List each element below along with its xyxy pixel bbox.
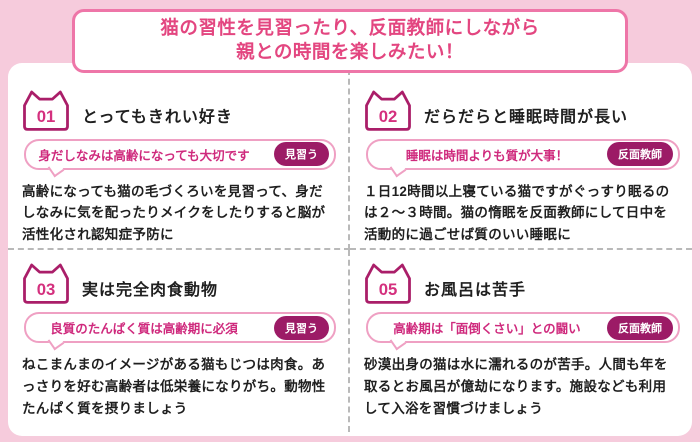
header-banner: 猫の習性を見習ったり、反面教師にしながら 親との時間を楽しみたい！ (72, 9, 628, 73)
cat-number-badge: 01 (22, 88, 70, 131)
tag-pill: 反面教師 (607, 315, 673, 340)
highlight-text: 良質のたんぱく質は高齢期に必須 (50, 322, 238, 337)
badge-number: 01 (37, 107, 56, 126)
section-title: だらだらと睡眠時間が長い (424, 108, 629, 126)
cat-number-badge: 03 (22, 261, 70, 305)
cat-number-badge: 05 (364, 261, 412, 305)
highlight-bubble: 良質のたんぱく質は高齢期に必須 見習う (24, 312, 336, 344)
section-card-02: 02 だらだらと睡眠時間が長い 睡眠は時間よりも質が大事！ 反面教師 １日12時… (350, 69, 692, 251)
cat-number-badge: 02 (364, 88, 412, 131)
section-title: とってもきれい好き (82, 108, 233, 126)
cat-ears-icon: 03 (23, 263, 69, 305)
section-body: 砂漠出身の猫は水に濡れるのが苦手。人間も年を取るとお風呂が億劫になります。施設な… (364, 357, 668, 416)
tag-pill: 見習う (274, 142, 329, 167)
section-title: お風呂は苦手 (424, 282, 527, 300)
section-grid: 01 とってもきれい好き 身だしなみは高齢になっても大切です 見習う 高齢になっ… (8, 63, 692, 436)
section-card-05: 05 お風呂は苦手 高齢期は「面倒くさい」との闘い 反面教師 砂漠出身の猫は水に… (350, 250, 692, 432)
section-header: 02 だらだらと睡眠時間が長い (364, 85, 680, 131)
cat-ears-icon: 01 (23, 90, 69, 131)
header-title-line2: 親との時間を楽しみたい！ (236, 41, 464, 63)
badge-number: 02 (379, 107, 398, 126)
content-panel: 01 とってもきれい好き 身だしなみは高齢になっても大切です 見習う 高齢になっ… (8, 62, 692, 436)
badge-number: 03 (37, 281, 56, 300)
cat-ears-icon: 02 (365, 90, 411, 131)
highlight-text: 高齢期は「面倒くさい」との闘い (393, 322, 581, 337)
section-header: 01 とってもきれい好き (22, 85, 336, 131)
cat-ears-icon: 05 (365, 263, 411, 305)
section-body: ねこまんまのイメージがある猫もじつは肉食。あっさりを好む高齢者は低栄養になりがち… (22, 357, 326, 416)
section-body: 高齢になっても猫の毛づくろいを見習って、身だしなみに気を配ったりメイクをしたりす… (22, 183, 326, 242)
tag-pill: 反面教師 (607, 142, 673, 167)
highlight-bubble: 睡眠は時間よりも質が大事！ 反面教師 (366, 138, 680, 170)
section-body: １日12時間以上寝ている猫ですがぐっすり眠るのは２〜３時間。猫の惰眠を反面教師に… (364, 183, 670, 242)
highlight-bubble: 身だしなみは高齢になっても大切です 見習う (24, 138, 336, 170)
section-title: 実は完全肉食動物 (82, 282, 219, 300)
badge-number: 05 (379, 281, 398, 300)
infographic-page: 猫の習性を見習ったり、反面教師にしながら 親との時間を楽しみたい！ 01 とって… (0, 9, 700, 436)
highlight-text: 睡眠は時間よりも質が大事！ (405, 148, 569, 163)
highlight-bubble: 高齢期は「面倒くさい」との闘い 反面教師 (366, 312, 680, 344)
section-card-01: 01 とってもきれい好き 身だしなみは高齢になっても大切です 見習う 高齢になっ… (8, 68, 350, 251)
highlight-text: 身だしなみは高齢になっても大切です (38, 148, 250, 163)
section-card-03: 03 実は完全肉食動物 良質のたんぱく質は高齢期に必須 見習う ねこまんまのイメ… (8, 250, 350, 432)
tag-pill: 見習う (274, 315, 329, 340)
header-title-line1: 猫の習性を見習ったり、反面教師にしながら (160, 17, 540, 38)
section-header: 03 実は完全肉食動物 (22, 258, 336, 305)
section-header: 05 お風呂は苦手 (364, 258, 680, 305)
